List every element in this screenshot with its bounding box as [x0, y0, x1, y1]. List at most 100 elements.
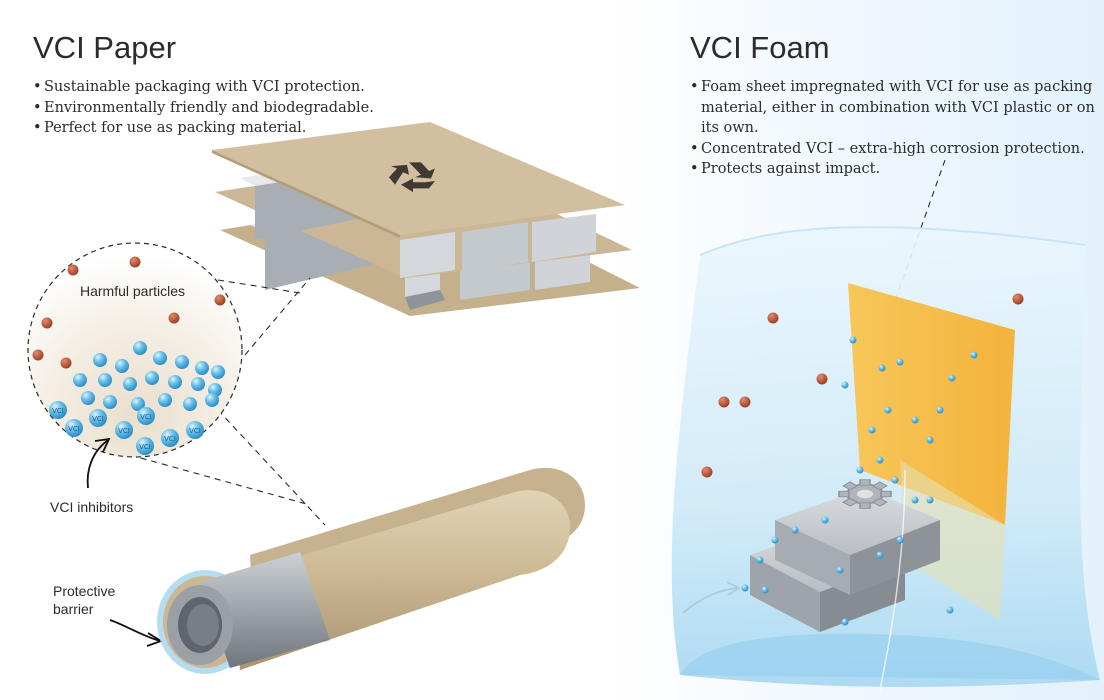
vci-molecule-text: VCI — [68, 425, 80, 433]
vci-particle — [884, 406, 892, 414]
vci-particle — [771, 536, 779, 544]
vci-particle — [896, 358, 904, 366]
vci-particle — [153, 351, 167, 365]
vci-molecule-text: VCI — [92, 415, 104, 423]
vci-particle — [191, 377, 205, 391]
vci-particle — [841, 381, 849, 389]
harmful-particles-label: Harmful particles — [80, 283, 186, 299]
vci-particle — [123, 377, 137, 391]
harmful-particle — [67, 264, 79, 276]
vci-particle — [896, 536, 904, 544]
vci-particle — [891, 476, 899, 484]
vci-particle — [741, 584, 749, 592]
vci-molecule — [65, 419, 83, 437]
vci-particle — [175, 355, 189, 369]
vci-particle — [878, 364, 886, 372]
vci-paper-bullet-1: Sustainable packaging with VCI protectio… — [33, 77, 453, 98]
harmful-particle — [701, 466, 713, 478]
vci-paper-title: VCI Paper — [33, 30, 177, 65]
vci-particle — [936, 406, 944, 414]
vci-particle — [911, 496, 919, 504]
vci-molecule — [161, 429, 179, 447]
vci-particle — [821, 516, 829, 524]
harmful-particle — [129, 256, 141, 268]
vci-molecule-text: VCI — [118, 427, 130, 435]
vci-particle — [168, 375, 182, 389]
vci-particle — [115, 359, 129, 373]
paper-tube — [157, 467, 585, 674]
vci-particle — [836, 566, 844, 574]
vci-particle — [195, 361, 209, 375]
harmful-particle — [41, 317, 53, 329]
vci-particle — [158, 393, 172, 407]
vci-molecule — [186, 421, 204, 439]
vci-particle — [970, 351, 978, 359]
vci-particle — [205, 393, 219, 407]
vci-particle — [926, 496, 934, 504]
vci-paper-bullets: Sustainable packaging with VCI protectio… — [33, 77, 453, 139]
vci-foam-bullet-3: Protects against impact. — [690, 159, 1095, 180]
vci-molecule — [137, 407, 155, 425]
vci-particle — [81, 391, 95, 405]
vci-foam-title: VCI Foam — [690, 30, 830, 65]
vci-molecule-text: VCI — [189, 427, 201, 435]
harmful-particle — [168, 312, 180, 324]
bag-vci-particles — [741, 336, 978, 626]
harmful-particle — [739, 396, 751, 408]
vci-particle — [183, 397, 197, 411]
harmful-particle — [1012, 293, 1024, 305]
vci-molecule — [115, 421, 133, 439]
vci-particle — [103, 395, 117, 409]
vci-molecule-text: VCI — [164, 435, 176, 443]
vci-molecule — [49, 401, 67, 419]
vci-particle — [756, 556, 764, 564]
vci-foam-bullets: Foam sheet impregnated with VCI for use … — [690, 77, 1095, 180]
vci-particle — [856, 466, 864, 474]
vci-plastic-bag — [671, 226, 1100, 691]
paper-stack — [212, 122, 640, 316]
vci-particle — [98, 373, 112, 387]
metal-part — [750, 488, 940, 632]
protective-barrier-label: Protective barrier — [53, 583, 116, 617]
vci-molecule — [89, 409, 107, 427]
vci-particle — [868, 426, 876, 434]
vci-foam-bullet-1: Foam sheet impregnated with VCI for use … — [690, 77, 1095, 139]
vci-molecule-text: VCI — [140, 413, 152, 421]
bag-harmful-particles — [701, 293, 1024, 478]
vci-particle — [841, 618, 849, 626]
vci-molecule-text: VCI — [52, 407, 64, 415]
vci-particle — [73, 373, 87, 387]
gear-icon — [838, 479, 892, 509]
magnified-view: VCI VCI VCI VCI VCI VCI VCI VCI — [27, 242, 243, 458]
harmful-particle — [60, 357, 72, 369]
foam-sheet — [848, 283, 1015, 525]
vci-particle — [211, 365, 225, 379]
vci-paper-bullet-2: Environmentally friendly and biodegradab… — [33, 98, 453, 119]
vci-molecule — [136, 437, 154, 455]
vci-inhibitor-particles: VCI VCI VCI VCI VCI VCI VCI VCI — [49, 341, 225, 455]
vci-particle — [761, 586, 769, 594]
vci-particle — [131, 397, 145, 411]
harmful-particles — [32, 256, 226, 369]
vci-particle — [145, 371, 159, 385]
vci-molecule-text: VCI — [139, 443, 151, 451]
vci-foam-bullet-2: Concentrated VCI – extra-high corrosion … — [690, 139, 1095, 160]
vci-particle — [791, 526, 799, 534]
vci-particle — [948, 374, 956, 382]
harmful-particle — [718, 396, 730, 408]
harmful-particle — [767, 312, 779, 324]
vci-particle — [946, 606, 954, 614]
recycle-icon — [389, 162, 435, 193]
vci-paper-bullet-3: Perfect for use as packing material. — [33, 118, 453, 139]
vci-particle — [926, 436, 934, 444]
vci-inhibitors-label: VCI inhibitors — [50, 499, 134, 515]
vci-particle — [876, 456, 884, 464]
vci-particle — [876, 551, 884, 559]
vci-particle — [133, 341, 147, 355]
vci-particle — [93, 353, 107, 367]
vci-particle — [849, 336, 857, 344]
vci-particle — [911, 416, 919, 424]
harmful-particle — [816, 373, 828, 385]
harmful-particle — [214, 294, 226, 306]
